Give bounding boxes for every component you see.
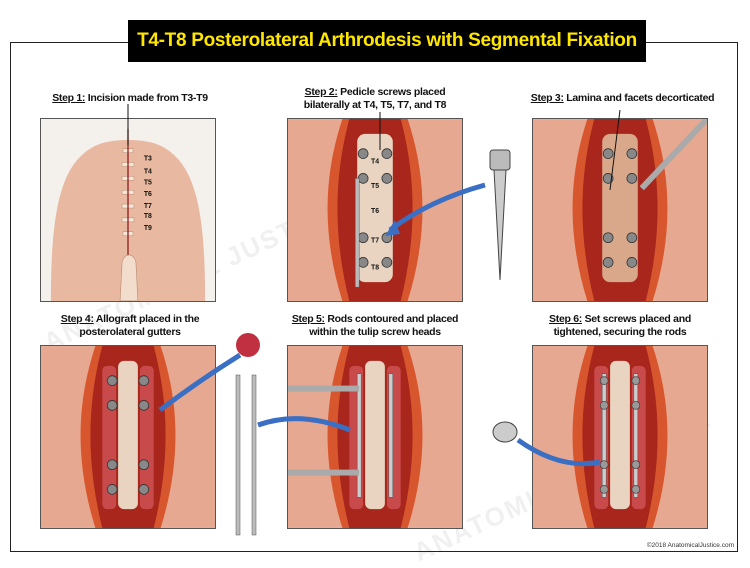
- step2-illustration: T4 T5 T6 T7 T8: [287, 118, 463, 302]
- level-label: T8: [371, 264, 379, 271]
- level-label: T5: [144, 179, 152, 186]
- step5-illustration: [287, 345, 463, 529]
- level-label: T9: [144, 225, 152, 232]
- level-label: T3: [144, 156, 152, 163]
- rods-icon: [235, 374, 257, 536]
- step3-caption: Step 3: Lamina and facets decorticated: [530, 92, 715, 104]
- level-label: T6: [371, 208, 379, 215]
- arrow-icon: [158, 352, 242, 413]
- step6-illustration: [532, 345, 708, 529]
- page-title: T4-T8 Posterolateral Arthrodesis with Se…: [128, 20, 646, 62]
- step3-illustration: [532, 118, 708, 302]
- step1-illustration: T3 T4 T5 T6 T7 T8 T9: [40, 118, 216, 302]
- step4-illustration: [40, 345, 216, 529]
- level-label: T4: [371, 159, 379, 166]
- step1-caption: Step 1: Incision made from T3-T9: [52, 92, 208, 104]
- level-label: T7: [371, 238, 379, 245]
- level-label: T5: [371, 183, 379, 190]
- set-screw-icon: [492, 421, 518, 443]
- arrow-icon: [516, 437, 601, 467]
- level-label: T7: [144, 203, 152, 210]
- pedicle-screw-icon: [489, 149, 511, 281]
- copyright: ©2018 AnatomicalJustice.com: [646, 542, 734, 549]
- level-label: T8: [144, 213, 152, 220]
- level-label: T4: [144, 168, 152, 175]
- allograft-icon: [236, 333, 260, 357]
- level-label: T6: [144, 191, 152, 198]
- arrow-icon: [388, 182, 486, 233]
- arrow-icon: [257, 416, 351, 433]
